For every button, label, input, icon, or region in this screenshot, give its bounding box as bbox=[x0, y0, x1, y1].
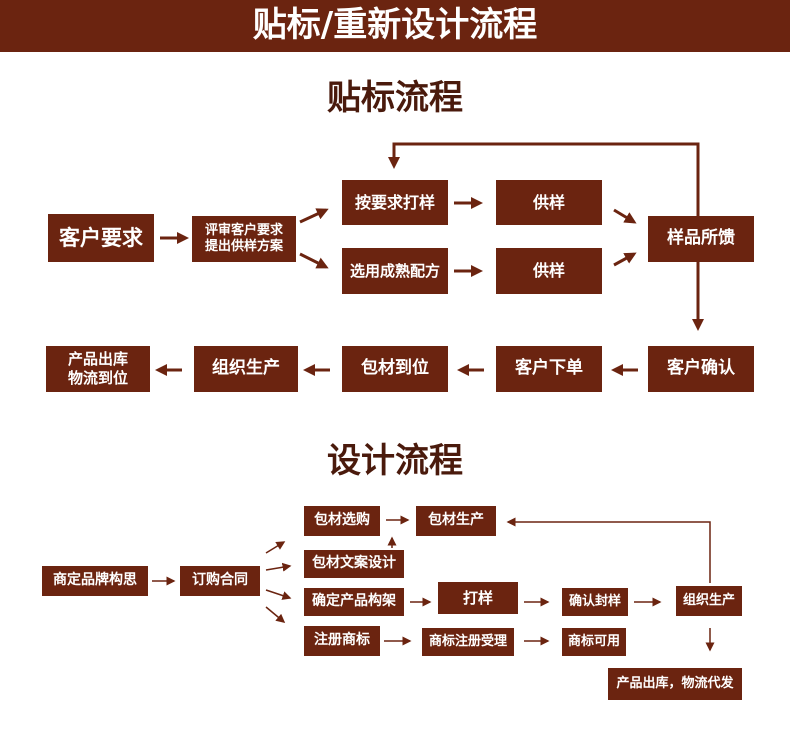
node-ship-out: 产品出库 物流到位 bbox=[46, 346, 150, 392]
arrow-review-to-sampling bbox=[299, 208, 329, 224]
node-customer-confirm: 客户确认 bbox=[648, 346, 754, 392]
arrow-supply1-to-feedback bbox=[613, 208, 637, 224]
node-packaging-ready: 包材到位 bbox=[342, 346, 448, 392]
node-sign-contract: 订购合同 bbox=[180, 566, 260, 596]
node-confirm-seal: 确认封样 bbox=[562, 588, 628, 616]
page-title: 贴标/重新设计流程 bbox=[252, 5, 538, 45]
node-sample-feedback: 样品所馈 bbox=[648, 216, 754, 262]
arrow-feedback-loop bbox=[388, 142, 700, 216]
arrow-contract-to-confirm bbox=[265, 589, 292, 600]
arrow-supply2-to-feedback bbox=[613, 252, 637, 267]
node-review-request: 评审客户要求 提出供样方案 bbox=[192, 216, 296, 262]
node-confirm-product: 确定产品构架 bbox=[304, 588, 404, 616]
node-design-organize-production: 组织生产 bbox=[676, 586, 742, 616]
node-trademark-usable: 商标可用 bbox=[562, 628, 626, 656]
node-customer-request: 客户要求 bbox=[48, 214, 154, 262]
arrow-production-to-packaging bbox=[506, 517, 711, 583]
node-sample-by-request: 按要求打样 bbox=[342, 180, 448, 225]
node-packaging-produce: 包材生产 bbox=[416, 506, 496, 536]
node-design-ship-out: 产品出库，物流代发 bbox=[608, 668, 742, 700]
arrow-contract-to-register bbox=[265, 606, 286, 623]
node-brand-concept: 商定品牌构思 bbox=[42, 566, 148, 596]
arrow-contract-to-select bbox=[265, 541, 286, 554]
node-supply-sample-1: 供样 bbox=[496, 180, 602, 225]
design-process-title: 设计流程 bbox=[327, 441, 463, 481]
arrow-review-to-formula bbox=[299, 252, 329, 269]
node-supply-sample-2: 供样 bbox=[496, 248, 602, 294]
node-organize-production: 组织生产 bbox=[194, 346, 298, 392]
node-trademark-accepted: 商标注册受理 bbox=[422, 628, 514, 656]
arrow-contract-to-copy bbox=[265, 562, 292, 572]
node-sampling: 打样 bbox=[438, 582, 518, 614]
node-register-trademark: 注册商标 bbox=[304, 626, 380, 656]
node-select-formula: 选用成熟配方 bbox=[342, 248, 448, 294]
labeling-process-title: 贴标流程 bbox=[327, 78, 463, 118]
node-copy-design: 包材文案设计 bbox=[304, 550, 404, 578]
node-packaging-select: 包材选购 bbox=[304, 506, 380, 536]
node-customer-order: 客户下单 bbox=[496, 346, 602, 392]
header-banner bbox=[0, 0, 790, 52]
